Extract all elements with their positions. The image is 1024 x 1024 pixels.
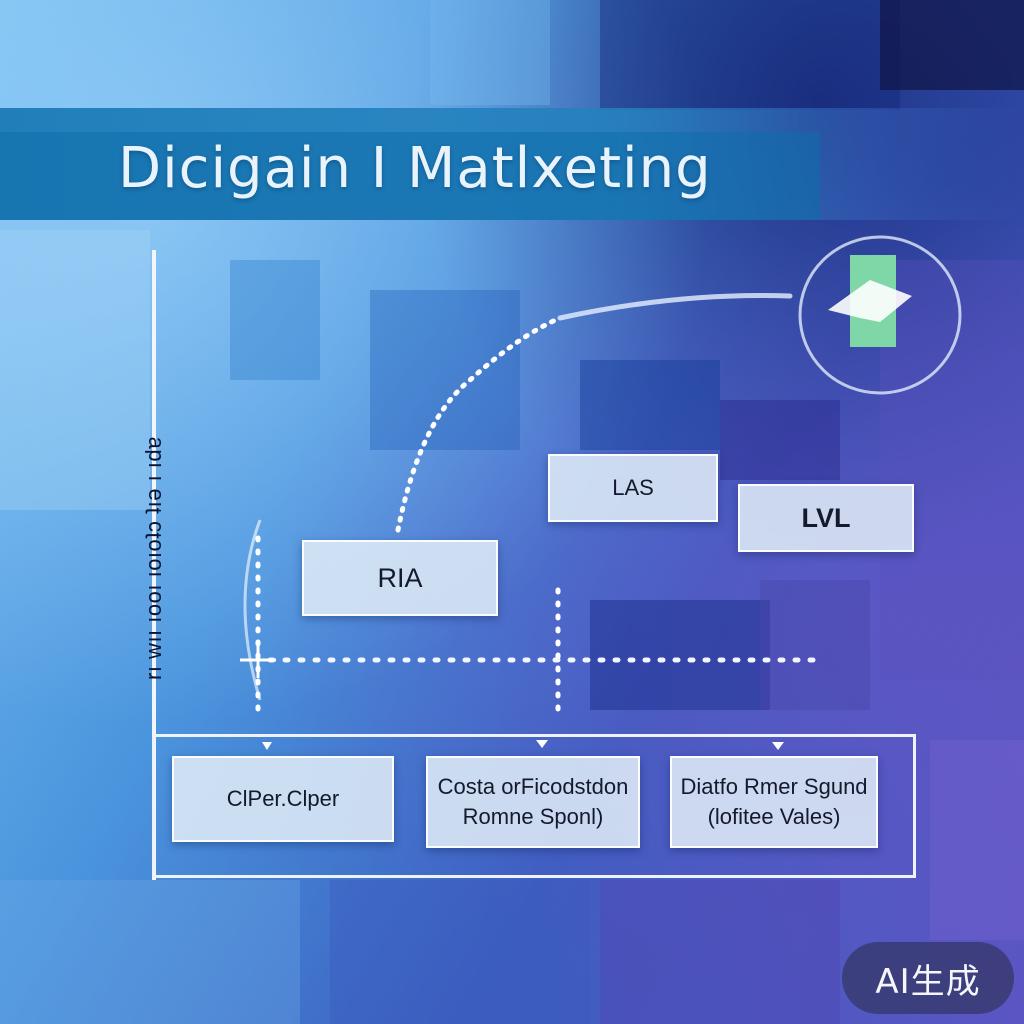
sparkle-icon xyxy=(240,642,276,678)
bg-block xyxy=(0,880,300,1024)
bg-block xyxy=(0,230,150,510)
bottom-box-3: Diatfo Rmer Sgund (lofitee Vales) xyxy=(670,756,878,848)
bg-block xyxy=(720,400,840,480)
bottom-box-2-line2: Romne Sponl) xyxy=(462,804,604,829)
bottom-box-2: Costa orFicodstdon Romne Sponl) xyxy=(426,756,640,848)
page-title: Dicigain I Matlxeting xyxy=(118,136,712,201)
bottom-box-2-line1: Costa orFicodstdon xyxy=(437,774,629,799)
bg-block xyxy=(880,260,1024,680)
box-ria: RIA xyxy=(302,540,498,616)
bg-block xyxy=(230,260,320,380)
bottom-frame xyxy=(152,734,916,878)
bg-block xyxy=(580,360,720,450)
ai-generated-badge: AI生成 xyxy=(842,942,1014,1014)
ring-outline xyxy=(798,235,962,395)
bottom-box-1: ClPer.Clper xyxy=(172,756,394,842)
bottom-box-3-line1: Diatfo Rmer Sgund xyxy=(680,774,868,799)
bg-block xyxy=(430,0,550,105)
bg-block xyxy=(600,880,840,1024)
dotted-curve xyxy=(395,315,563,533)
y-axis-label: rı wıı ıooı ıoıoʇɔ ʇıǝ ı ıdɐ xyxy=(141,436,166,680)
bg-block xyxy=(760,580,870,710)
green-arrow-icon xyxy=(828,255,912,347)
bg-block xyxy=(930,740,1024,940)
bg-block xyxy=(370,290,520,450)
bg-block xyxy=(590,600,770,710)
bg-block xyxy=(600,0,900,110)
title-panel xyxy=(0,132,820,220)
box-lvl: LVL xyxy=(738,484,914,552)
box-las: LAS xyxy=(548,454,718,522)
bg-block xyxy=(330,880,590,1024)
bottom-box-1-line1: ClPer.Clper xyxy=(226,786,340,811)
box-lvl-label: LVL xyxy=(801,502,851,533)
sweep-line xyxy=(557,292,793,321)
thin-curve xyxy=(243,519,262,701)
bg-block xyxy=(880,0,1024,90)
box-ria-label: RIA xyxy=(377,562,423,593)
y-axis-line xyxy=(152,250,156,880)
bottom-box-3-line2: (lofitee Vales) xyxy=(707,804,841,829)
box-las-label: LAS xyxy=(612,475,654,500)
